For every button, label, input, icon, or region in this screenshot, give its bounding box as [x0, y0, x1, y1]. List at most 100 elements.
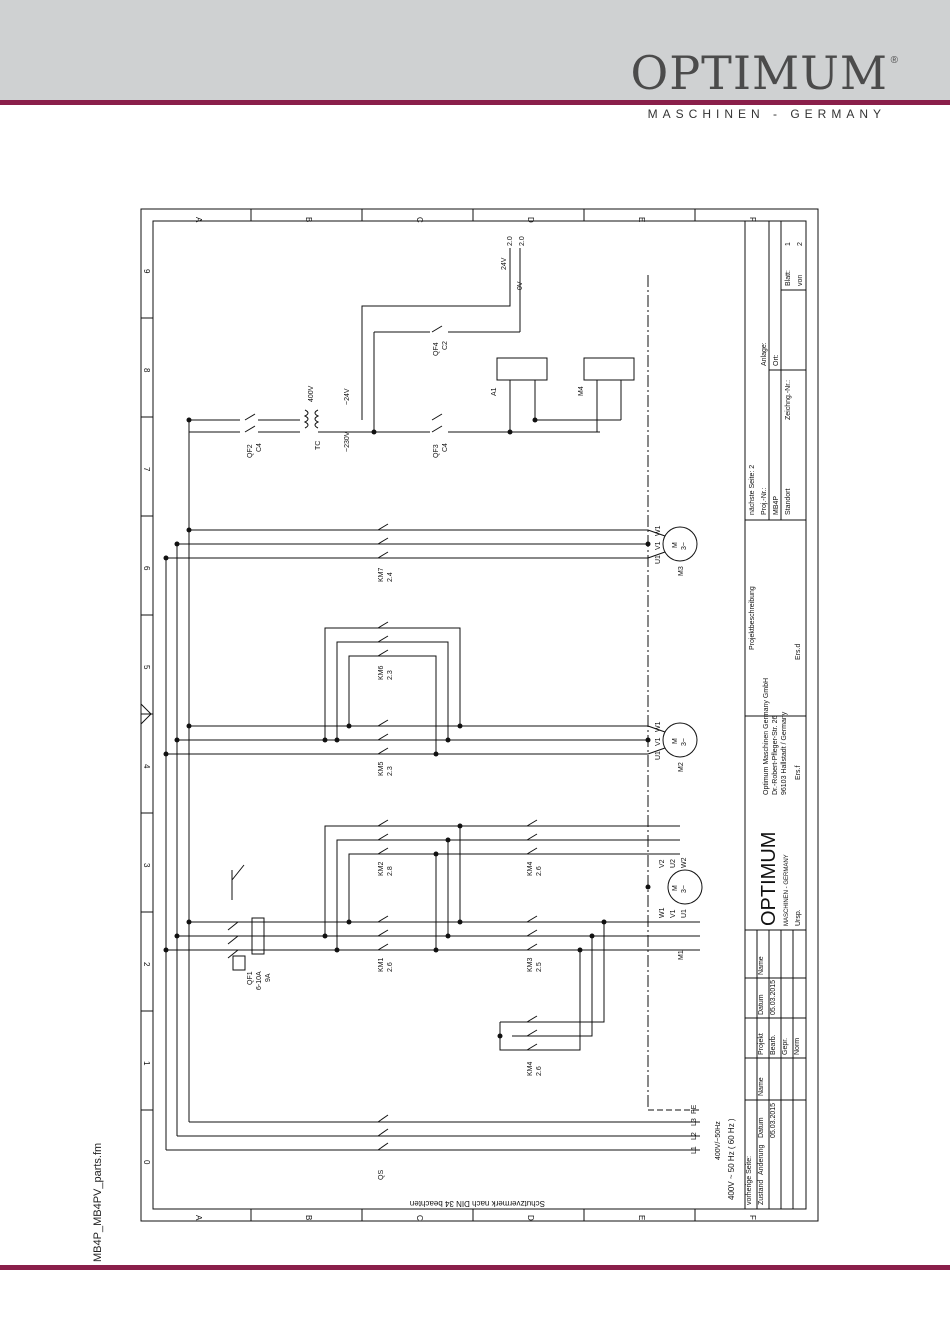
- column-label: 1: [142, 1061, 151, 1066]
- row-label: F: [748, 217, 757, 222]
- brand-subtitle: MASCHINEN - GERMANY: [647, 107, 886, 121]
- qf1-thermal: [251, 917, 265, 955]
- contactor-label: KM3: [527, 958, 534, 973]
- row-label: B: [304, 217, 313, 222]
- contactor-ref: 2.4: [387, 572, 394, 582]
- motor-terminal: V1: [670, 909, 677, 918]
- row-label: B: [304, 1215, 313, 1220]
- contactor-ref: 2.5: [536, 962, 543, 972]
- column-label: 4: [142, 764, 151, 769]
- tb-name: Name: [758, 1077, 765, 1096]
- header-rule: [0, 100, 950, 105]
- motor-label: M2: [678, 762, 685, 772]
- contactor-label: KM6: [378, 666, 385, 681]
- phase-label: PE: [691, 1104, 698, 1114]
- footer-rule: [0, 1265, 950, 1270]
- tb-date: 05.03.2015: [770, 980, 777, 1015]
- qf1-label: QF1: [247, 971, 254, 985]
- contactor-ref: 2.6: [387, 962, 394, 972]
- motor-m3: [662, 526, 698, 562]
- row-label: A: [194, 1215, 203, 1221]
- center-mark: [140, 703, 152, 725]
- tb-ursp: Ursp.: [795, 909, 802, 926]
- tb-company: Optimum Maschinen Germany GmbH: [763, 678, 770, 795]
- column-label: 2: [142, 962, 151, 967]
- qf4-rating: C2: [442, 341, 449, 350]
- tb-proj-nr: MB4P: [773, 496, 780, 515]
- tb-datum: Datum: [758, 994, 765, 1015]
- supply-note-2: 400V/~50Hz: [715, 1121, 722, 1160]
- qf3-label: QF3: [433, 444, 440, 458]
- tb-logo-sub: MASCHINEN - GERMANY: [784, 854, 790, 926]
- motor-m1: [667, 869, 703, 905]
- tb-zeichn-nr: Zeichng.-Nr.:: [785, 380, 792, 420]
- transformer-out2: ~230V: [344, 431, 351, 452]
- tb-projekt: Projekt: [758, 1033, 765, 1055]
- motor-terminal: W2: [681, 857, 688, 868]
- row-label: D: [526, 217, 535, 223]
- component-a1-label: A1: [491, 387, 498, 396]
- column-label: 5: [142, 665, 151, 670]
- main-switch-contacts: [377, 1114, 389, 1151]
- tb-projektbeschreibung: Projektbeschreibung: [749, 586, 756, 650]
- column-label: 7: [142, 467, 151, 472]
- border-note: Schutzvermerk nach DIN 34 beachten: [410, 1199, 545, 1208]
- output-ref: 2.0: [507, 236, 514, 246]
- component-a1: [496, 357, 548, 381]
- transformer-in: 400V: [308, 385, 315, 402]
- tb-standort: Standort: [785, 488, 792, 515]
- tb-zustand: Zustand: [758, 1180, 765, 1205]
- row-label: C: [415, 217, 424, 223]
- row-labels: A B C D E F A B C D E F: [194, 217, 757, 1221]
- transformer-out1: ~24V: [344, 388, 351, 405]
- motor-terminal: V1: [655, 541, 662, 550]
- main-switch-label: QS: [378, 1170, 385, 1180]
- column-label: 0: [142, 1160, 151, 1165]
- tb-blatt: 1: [785, 242, 792, 246]
- row-label: C: [415, 1215, 424, 1221]
- column-label: 8: [142, 368, 151, 373]
- row-label: F: [748, 1215, 757, 1220]
- motor-phase: 3~: [681, 542, 688, 550]
- qf1-range: 6-10A: [256, 971, 263, 990]
- motor-terminal: U2: [670, 859, 677, 868]
- phase-label: L1: [691, 1146, 698, 1154]
- motor-phase: 3~: [681, 885, 688, 893]
- column-label: 6: [142, 566, 151, 571]
- contactor-label: KM5: [378, 762, 385, 777]
- tb-name: Name: [758, 956, 765, 975]
- qf1-handle: [232, 955, 246, 971]
- motor-symbol: M: [672, 885, 679, 891]
- tb-ers-d: Ers.d: [795, 644, 802, 660]
- motor-terminal: U1: [655, 751, 662, 760]
- row-label: E: [637, 217, 646, 222]
- qf2-label: QF2: [247, 444, 254, 458]
- registered-mark: ®: [890, 55, 898, 66]
- tb-proj-nr-label: Proj.-Nr.:: [761, 487, 768, 515]
- row-label: A: [194, 217, 203, 223]
- qf1-setting: 9A: [265, 973, 272, 982]
- tb-von: 2: [797, 242, 804, 246]
- column-label: 9: [142, 269, 151, 274]
- contactor-ref: 2.3: [387, 766, 394, 776]
- contactor-label: KM7: [378, 568, 385, 583]
- output-0v: 0V: [517, 281, 524, 290]
- tb-logo: OPTIMUM: [758, 832, 780, 926]
- tb-datum: Datum: [758, 1117, 765, 1138]
- motor-symbol: M: [672, 738, 679, 744]
- motor-terminal: W1: [655, 721, 662, 732]
- contactor-ref: 2.6: [536, 1066, 543, 1076]
- contactor-label: KM4: [527, 1062, 534, 1077]
- transformer-primary: [303, 409, 309, 429]
- tb-date: 05.03.2015: [770, 1103, 777, 1138]
- contactor-label: KM2: [378, 862, 385, 877]
- motor-terminal: V1: [655, 737, 662, 746]
- frame-inner: [152, 220, 807, 1210]
- row-label: D: [526, 1215, 535, 1221]
- tb-von-label: von: [797, 275, 804, 286]
- contactor-label: KM1: [378, 958, 385, 973]
- component-m4-label: M4: [578, 386, 585, 396]
- motor-phase: 3~: [681, 738, 688, 746]
- motor-terminal: U1: [655, 555, 662, 564]
- motor-terminal: U1: [681, 909, 688, 918]
